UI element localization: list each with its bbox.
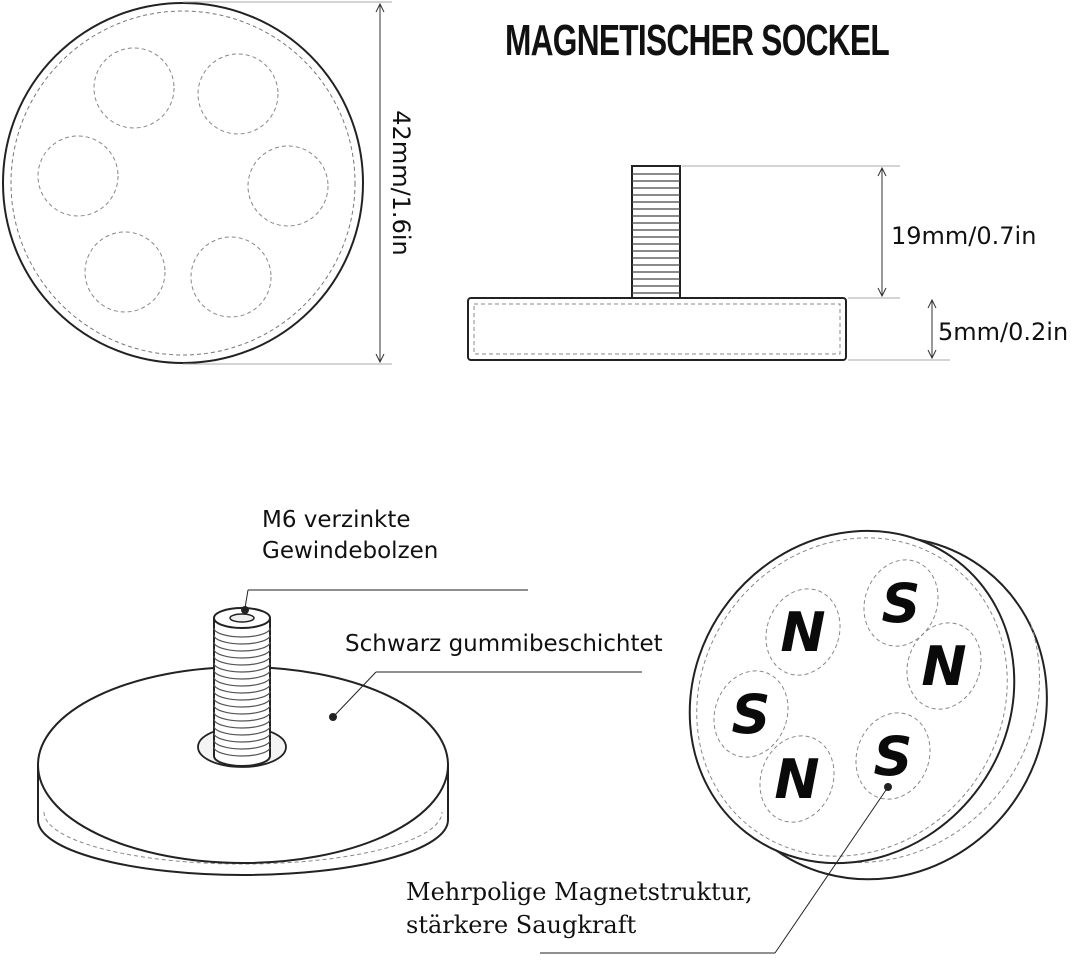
coating-callout: Schwarz gummibeschichtet [345,631,663,657]
pole-label-4: S [732,683,771,746]
perspective-bolt-threads [213,627,271,757]
top-view-disc [2,2,364,364]
magnet-face [688,529,1016,865]
diameter-label: 42mm/1.6in [387,110,415,255]
perspective-base [37,607,449,876]
magnet-face-view [688,529,1048,881]
bolt-height-dimension-line [682,165,900,299]
perspective-bolt [213,618,271,767]
magnet-callout-leader [540,783,892,954]
magnet-poles: N S N S S N [732,572,967,811]
pole-label-6: S [874,725,913,788]
bolt-callout-leader [241,589,528,614]
diameter-dimension-line [183,1,392,365]
pole-label-2: S [882,572,921,635]
base-height-dimension-line [848,298,950,361]
coating-callout-leader [329,671,642,721]
side-view-base [467,297,847,361]
bolt-threads [632,173,680,294]
base-height-label: 5mm/0.2in [938,318,1068,346]
bolt-callout-line2: Gewindebolzen [262,538,438,564]
magnet-face-pockets [713,559,982,823]
pole-label-1: N [780,601,825,664]
pole-label-3: N [921,635,966,698]
pole-label-5: N [774,748,819,811]
magnet-pockets [37,47,329,318]
side-view [467,165,847,361]
bolt-callout-line1: M6 verzinkte [262,507,411,533]
magnet-callout-line2: stärkere Saugkraft [406,911,637,939]
page-title: MAGNETISCHER SOCKEL [505,16,889,65]
magnet-callout-line1: Mehrpolige Magnetstruktur, [406,878,753,906]
side-view-bolt [631,165,681,299]
bolt-height-label: 19mm/0.7in [891,222,1036,250]
